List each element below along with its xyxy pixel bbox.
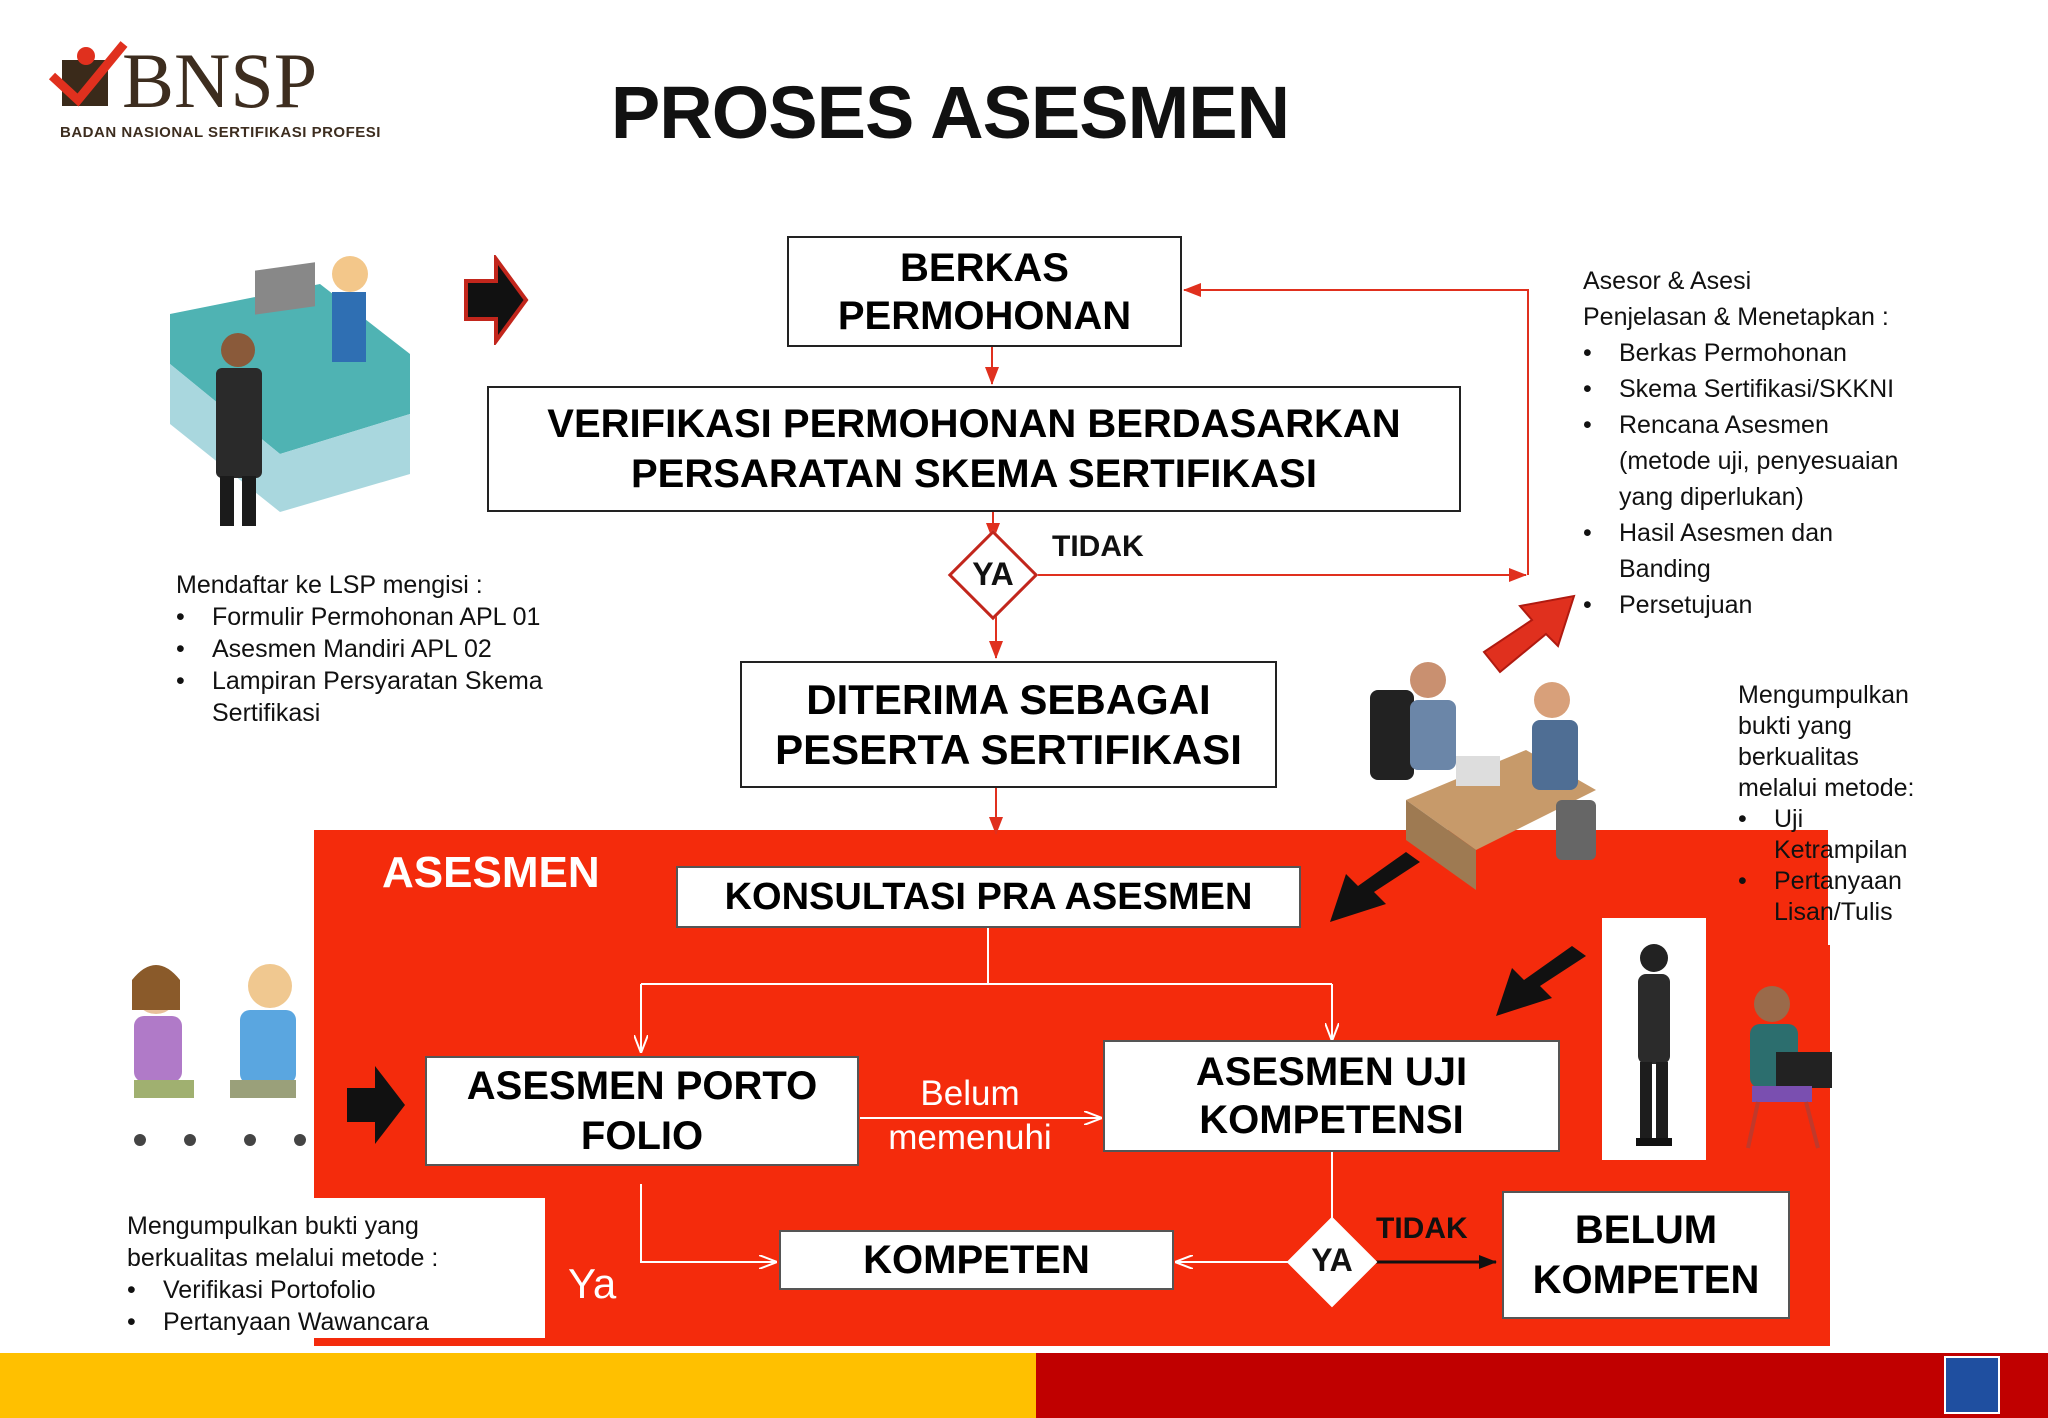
belum-line-1: BELUM xyxy=(1574,1208,1718,1252)
note-mendaftar-item: Formulir Permohonan APL 01 xyxy=(176,601,576,633)
memenuhi-text: memenuhi xyxy=(888,1118,1052,1157)
note-asesor-heading-2: Penjelasan & Menetapkan : xyxy=(1583,303,1889,331)
ya-lower-label: Ya xyxy=(568,1260,617,1307)
block-arrow-right-icon xyxy=(347,1066,405,1144)
diterima-line-2: PESERTA SERTIFIKASI xyxy=(775,725,1242,773)
uji-line-1: ASESMEN UJI xyxy=(1195,1050,1468,1094)
decision-tidak-2: TIDAK xyxy=(1376,1212,1468,1245)
footer-emblem-icon xyxy=(1944,1356,2000,1414)
footer-red xyxy=(1036,1353,2048,1418)
note-mengumpulkan-left-item: Pertanyaan Wawancara xyxy=(127,1306,527,1338)
diterima-line-1: DITERIMA SEBAGAI xyxy=(806,675,1211,723)
belum-line-2: KOMPETEN xyxy=(1532,1258,1760,1302)
note-asesor: Asesor & Asesi Penjelasan & Menetapkan :… xyxy=(1583,263,1923,623)
note-mendaftar-item: Asesmen Mandiri APL 02 xyxy=(176,633,576,665)
note-asesor-item: Skema Sertifikasi/SKKNI xyxy=(1583,371,1923,407)
note-mengumpulkan-right: Mengumpulkan bukti yang berkualitas mela… xyxy=(1738,680,1934,928)
decision-tidak-1: TIDAK xyxy=(1052,530,1144,563)
note-asesor-item: Hasil Asesmen dan Banding xyxy=(1583,515,1879,587)
asesmen-porto-box: ASESMEN PORTO FOLIO xyxy=(425,1056,859,1166)
block-arrow-right-icon xyxy=(464,255,529,345)
note-asesor-heading-1: Asesor & Asesi xyxy=(1583,267,1752,295)
note-mengumpulkan-left-item: Verifikasi Portofolio xyxy=(127,1274,527,1306)
verifikasi-box: VERIFIKASI PERMOHONAN BERDASARKAN PERSARA… xyxy=(487,386,1461,512)
belum-text: Belum xyxy=(920,1074,1020,1113)
uji-line-2: KOMPETENSI xyxy=(1199,1098,1464,1142)
note-mengumpulkan-left: Mengumpulkan bukti yang berkualitas mela… xyxy=(127,1210,527,1338)
laptop-user-illustration xyxy=(1746,986,1832,1149)
berkas-line-2: PERMOHONAN xyxy=(837,293,1132,338)
verifikasi-line-1: VERIFIKASI PERMOHONAN BERDASARKAN xyxy=(547,402,1401,446)
standing-person-icon xyxy=(1636,944,1672,1146)
note-mengumpulkan-right-item: Pertanyaan Lisan/Tulis xyxy=(1738,866,1934,928)
logo-name: BNSP xyxy=(122,37,318,124)
illustration-standing-person xyxy=(1602,918,1706,1160)
belum-memenuhi-label: Belum memenuhi xyxy=(870,1072,1070,1160)
block-arrow-diagonal-down-icon xyxy=(1330,852,1420,922)
decision-ya-2: YA xyxy=(1311,1242,1353,1278)
decision-ya-1: YA xyxy=(972,556,1014,592)
verifikasi-line-2: PERSARATAN SKEMA SERTIFIKASI xyxy=(631,452,1317,496)
note-asesor-item: Berkas Permohonan xyxy=(1583,335,1923,371)
note-mendaftar: Mendaftar ke LSP mengisi : Formulir Perm… xyxy=(176,569,576,729)
note-mengumpulkan-right-item: Uji Ketrampilan xyxy=(1738,804,1934,866)
kompeten-box: KOMPETEN xyxy=(779,1230,1174,1290)
berkas-line-1: BERKAS xyxy=(900,245,1069,290)
asesmen-label: ASESMEN xyxy=(382,848,600,897)
konsultasi-text: KONSULTASI PRA ASESMEN xyxy=(724,875,1253,918)
logo-subtitle: BADAN NASIONAL SERTIFIKASI PROFESI xyxy=(60,124,381,141)
porto-line-1: ASESMEN PORTO xyxy=(466,1064,818,1108)
page-title: PROSES ASESMEN xyxy=(610,71,1290,154)
note-asesor-item: Persetujuan xyxy=(1583,587,1923,623)
logo-emblem-icon xyxy=(48,41,128,107)
footer-yellow xyxy=(0,1353,1040,1418)
block-arrow-diagonal-down-icon xyxy=(1496,946,1586,1016)
konsultasi-box: KONSULTASI PRA ASESMEN xyxy=(676,866,1301,928)
reception-desk-illustration xyxy=(170,256,410,526)
belum-kompeten-box: BELUM KOMPETEN xyxy=(1502,1191,1790,1319)
note-mendaftar-item: Lampiran Persyaratan Skema Sertifikasi xyxy=(176,665,552,729)
kompeten-text: KOMPETEN xyxy=(863,1237,1090,1282)
meeting-illustration xyxy=(1370,662,1596,890)
note-mengumpulkan-left-heading: Mengumpulkan bukti yang berkualitas mela… xyxy=(127,1212,439,1272)
porto-line-2: FOLIO xyxy=(580,1114,704,1158)
note-mengumpulkan-right-heading: Mengumpulkan bukti yang berkualitas mela… xyxy=(1738,681,1915,802)
note-asesor-item: Rencana Asesmen (metode uji, penyesuaian… xyxy=(1583,407,1919,515)
bnsp-logo: BNSP BADAN NASIONAL SERTIFIKASI PROFESI xyxy=(48,30,380,141)
note-mendaftar-heading: Mendaftar ke LSP mengisi : xyxy=(176,571,483,599)
interview-illustration xyxy=(132,964,306,1146)
block-arrow-diagonal-up-icon xyxy=(1482,594,1576,674)
